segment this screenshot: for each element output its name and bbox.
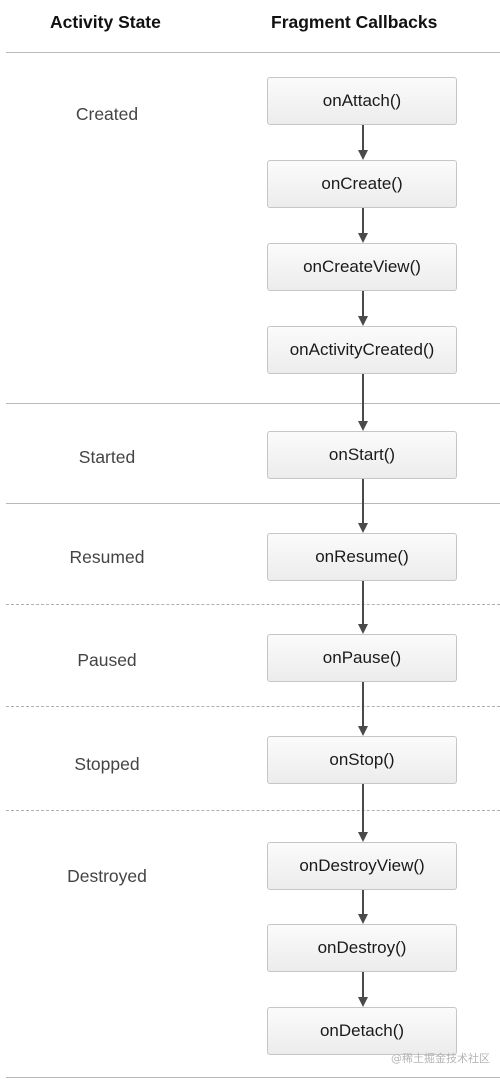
resumed-paused-divider xyxy=(6,604,500,605)
arrow-resume-to-pause xyxy=(358,581,368,634)
callback-on-resume: onResume() xyxy=(267,533,457,581)
state-paused: Paused xyxy=(77,650,137,670)
callback-on-detach: onDetach() xyxy=(267,1007,457,1055)
arrow-create-to-create-view xyxy=(358,208,368,243)
state-created: Created xyxy=(75,104,139,124)
state-started: Started xyxy=(78,447,136,467)
arrow-destroy-view-to-destroy xyxy=(358,890,368,924)
callback-on-attach: onAttach() xyxy=(267,77,457,125)
callback-on-stop: onStop() xyxy=(267,736,457,784)
state-stopped: Stopped xyxy=(74,754,140,774)
arrow-destroy-to-detach xyxy=(358,972,368,1007)
started-resumed-divider xyxy=(6,503,500,504)
callback-on-activity-created: onActivityCreated() xyxy=(267,326,457,374)
callback-on-start: onStart() xyxy=(267,431,457,479)
created-started-divider xyxy=(6,403,500,404)
arrow-pause-to-stop xyxy=(358,682,368,736)
arrow-stop-to-destroy-view xyxy=(358,784,368,842)
activity-state-header: Activity State xyxy=(50,12,161,32)
state-resumed: Resumed xyxy=(69,547,145,567)
bottom-divider xyxy=(6,1077,500,1078)
stopped-destroyed-divider xyxy=(6,810,500,811)
arrow-start-to-resume xyxy=(358,479,368,533)
callback-on-pause: onPause() xyxy=(267,634,457,682)
header-divider xyxy=(6,52,500,53)
fragment-callbacks-header: Fragment Callbacks xyxy=(271,12,438,32)
callback-on-create-view: onCreateView() xyxy=(267,243,457,291)
arrow-attach-to-create xyxy=(358,125,368,160)
paused-stopped-divider xyxy=(6,706,500,707)
arrow-activity-created-to-start xyxy=(358,374,368,431)
callback-on-destroy-view: onDestroyView() xyxy=(267,842,457,890)
callback-on-create: onCreate() xyxy=(267,160,457,208)
watermark-text: @稀土掘金技术社区 xyxy=(391,1052,490,1065)
callback-on-destroy: onDestroy() xyxy=(267,924,457,972)
state-destroyed: Destroyed xyxy=(67,866,147,886)
arrow-create-view-to-activity-created xyxy=(358,291,368,326)
